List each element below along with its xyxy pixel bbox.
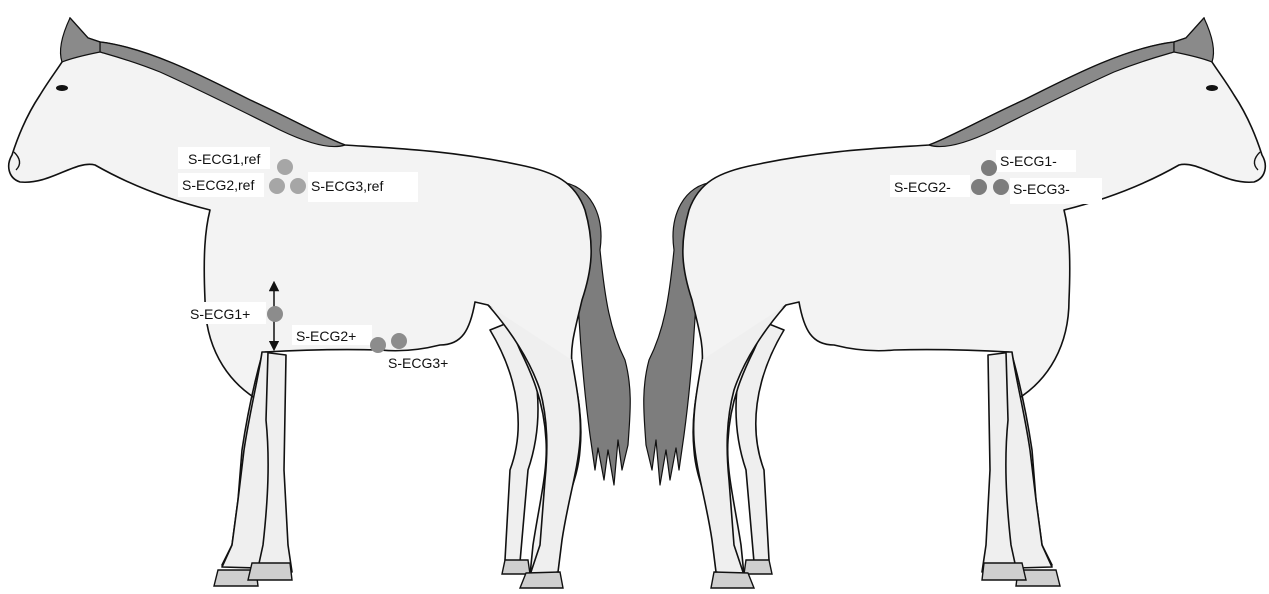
electrode-s-ecg3-pos: [391, 333, 407, 349]
electrode-s-ecg2-neg: [971, 179, 987, 195]
electrode-s-ecg2-ref: [269, 178, 285, 194]
right-horse: [644, 18, 1266, 588]
label-s-ecg3-neg: S-ECG3-: [1013, 181, 1070, 197]
label-s-ecg1-ref: S-ECG1,ref: [188, 151, 260, 167]
label-s-ecg2-neg: S-ECG2-: [894, 179, 951, 195]
electrode-s-ecg1-ref: [277, 159, 293, 175]
label-s-ecg3-ref: S-ECG3,ref: [311, 178, 383, 194]
electrode-s-ecg3-ref: [290, 178, 306, 194]
electrode-s-ecg3-neg: [993, 179, 1009, 195]
electrode-s-ecg1-neg: [981, 160, 997, 176]
label-s-ecg2-pos: S-ECG2+: [296, 328, 356, 344]
label-s-ecg3-pos: S-ECG3+: [388, 355, 448, 371]
label-s-ecg2-ref: S-ECG2,ref: [182, 177, 254, 193]
left-horse: [9, 18, 631, 588]
electrode-s-ecg2-pos: [370, 337, 386, 353]
electrode-s-ecg1-pos: [267, 306, 283, 322]
label-s-ecg1-neg: S-ECG1-: [1000, 153, 1057, 169]
label-s-ecg1-pos: S-ECG1+: [190, 306, 250, 322]
